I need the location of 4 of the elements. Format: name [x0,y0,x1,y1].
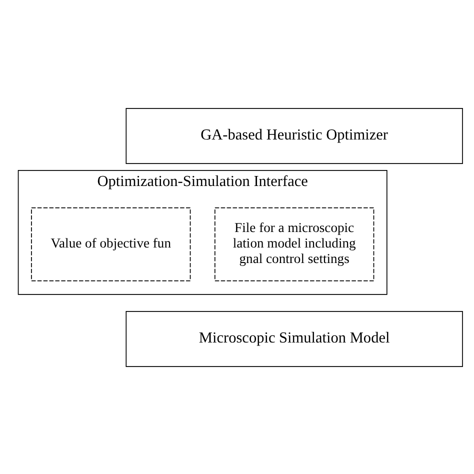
node-box: File for a microscopic lation model including gnal control settings [214,206,374,281]
node-box: Microscopic Simulation Model [126,310,463,367]
node-box: Value of objective fun [31,206,191,281]
node-box: GA-based Heuristic Optimizer [126,107,463,164]
